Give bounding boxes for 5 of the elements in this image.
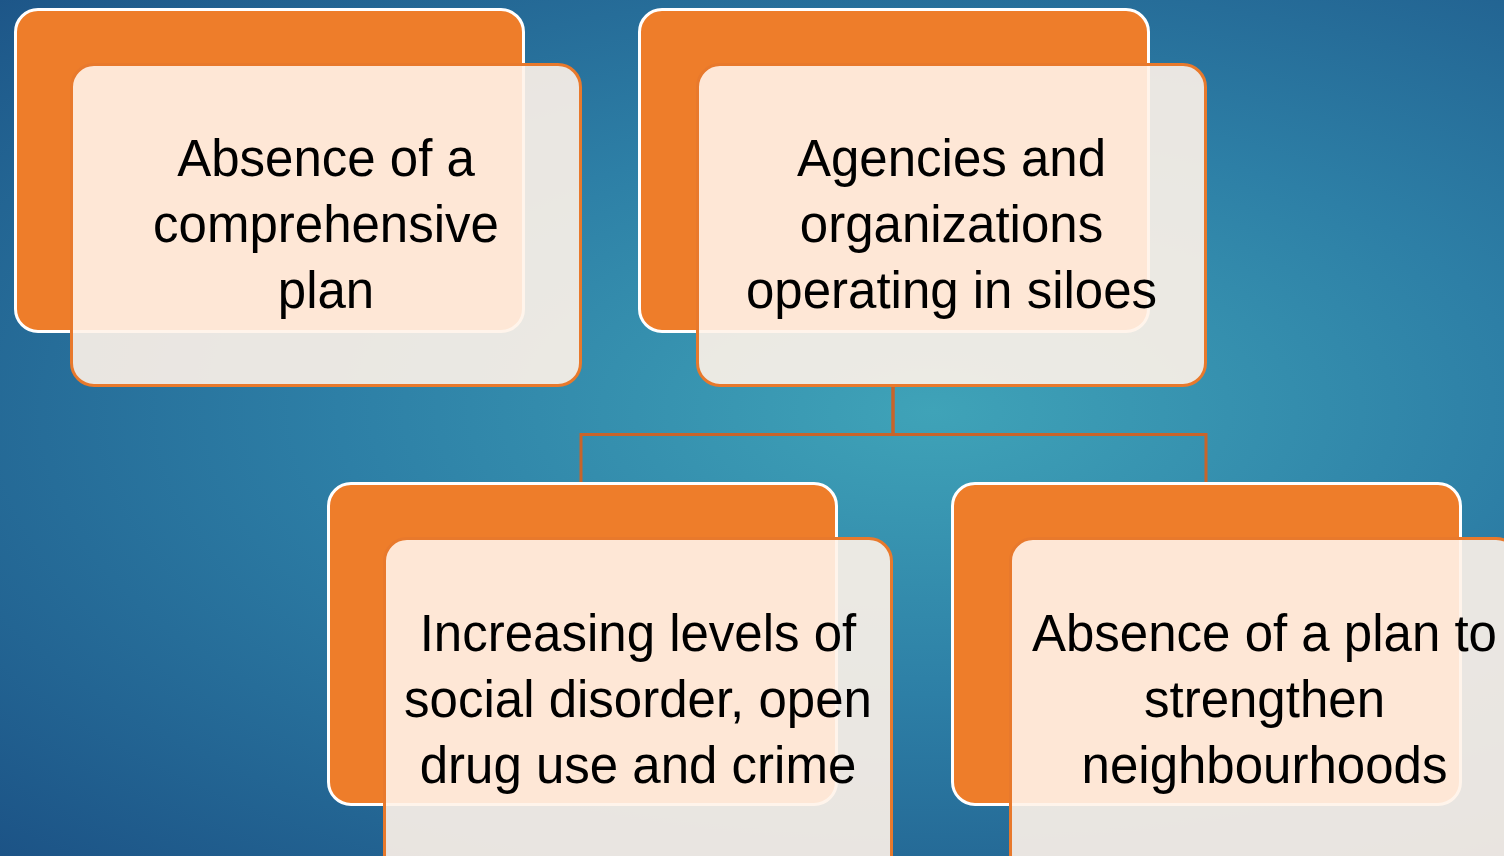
card-text: Absence of a comprehensive plan: [152, 129, 500, 321]
card-text: Increasing levels of social disorder, open drug use and crime: [403, 603, 873, 796]
card-text: Absence of a plan to strengthen neighbourhoods: [1031, 603, 1498, 796]
connector-line: [891, 387, 1208, 482]
card-text: Agencies and organizations operating in siloes: [744, 129, 1159, 321]
